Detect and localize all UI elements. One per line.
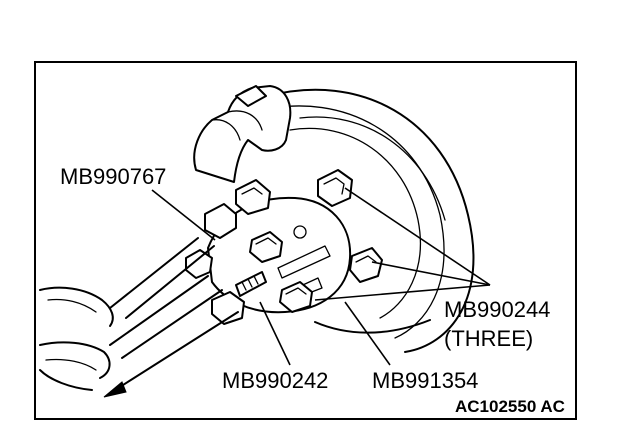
label-bolt: MB990242 xyxy=(222,368,328,393)
diagram-frame xyxy=(34,61,577,420)
label-pins-qty: (THREE) xyxy=(444,326,533,351)
brake-disc xyxy=(261,88,475,353)
wheel-nuts xyxy=(279,169,383,313)
rotation-arrow xyxy=(103,311,239,398)
label-plate: MB991354 xyxy=(372,368,478,393)
brake-caliper xyxy=(193,85,292,183)
figure-code: AC102550 AC xyxy=(455,397,565,416)
pin-nuts xyxy=(235,179,283,263)
label-pins: MB990244 xyxy=(444,297,550,322)
bolt xyxy=(211,271,267,325)
wrench-tool xyxy=(109,203,237,359)
label-wrench: MB990767 xyxy=(60,164,166,189)
technician-hands xyxy=(39,286,114,391)
leader-lines xyxy=(151,187,491,366)
